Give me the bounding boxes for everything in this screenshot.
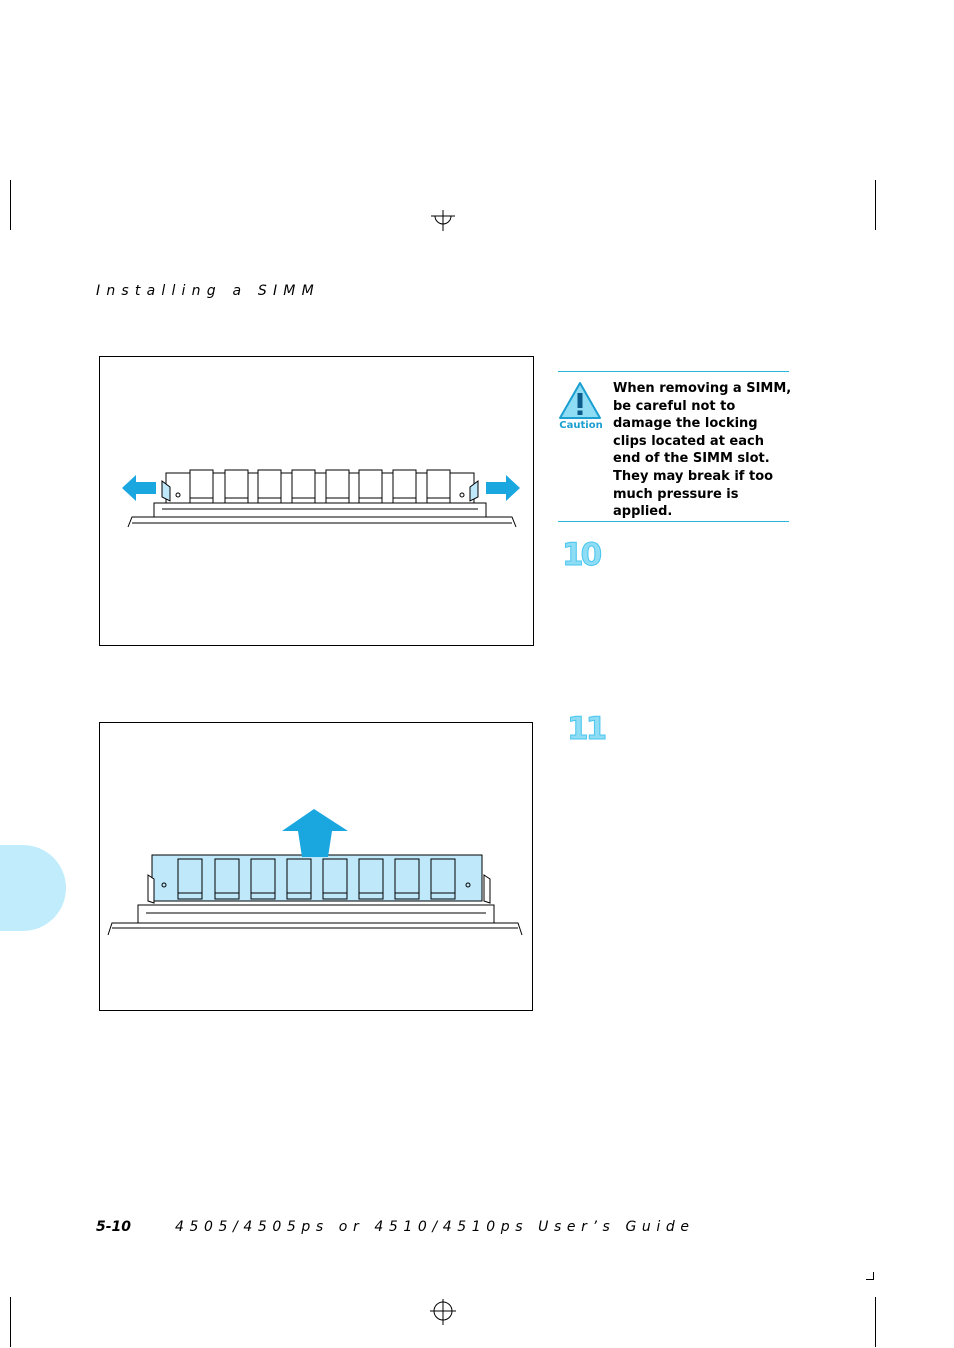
registration-mark-bottom [430, 1299, 456, 1325]
simm-clip-illustration [122, 469, 520, 528]
guide-title: 4505/4505ps or 4510/4510ps User’s Guide [175, 1219, 695, 1235]
caution-top-rule [558, 371, 789, 372]
caution-text: When removing a SIMM, be careful not to … [613, 381, 792, 520]
left-arrow-icon [122, 475, 156, 501]
caution-label: Caution [559, 420, 603, 431]
corner-mark-v [873, 1272, 874, 1280]
chapter-side-tab [0, 845, 66, 931]
figure-release-clips [99, 356, 534, 646]
section-header: Installing a SIMM [96, 283, 320, 299]
registration-mark-top [431, 210, 455, 231]
crop-mark-bottom-left [10, 1297, 11, 1347]
step-number-10: 10 [561, 537, 602, 574]
page-number: 5-10 [96, 1219, 132, 1235]
simm-lift-illustration [107, 809, 523, 936]
right-arrow-icon [486, 475, 520, 501]
caution-bottom-rule [558, 521, 789, 522]
up-arrow-icon [282, 809, 348, 857]
corner-mark-h [866, 1279, 874, 1280]
caution-icon [559, 382, 601, 419]
figure-remove-simm [99, 722, 533, 1011]
step-number-11: 11 [566, 711, 607, 748]
crop-mark-top-right [875, 180, 876, 230]
crop-mark-bottom-right [875, 1297, 876, 1347]
crop-mark-top-left [10, 180, 11, 230]
